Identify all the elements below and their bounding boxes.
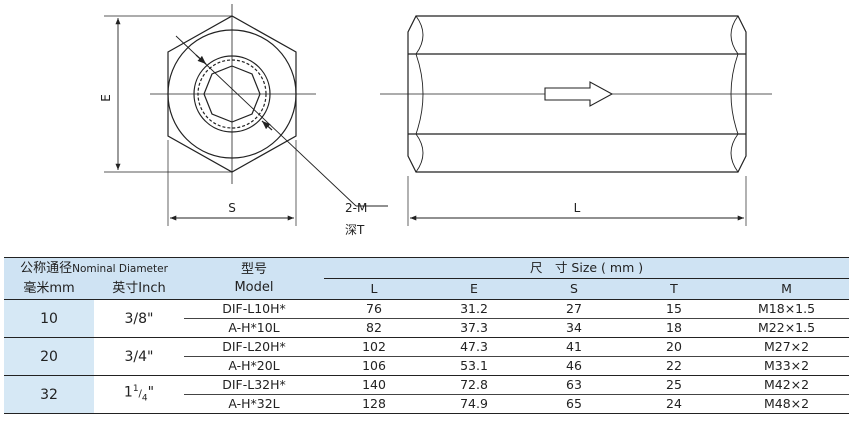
model-header: 型号 Model xyxy=(184,257,324,300)
dim-s: 34 xyxy=(524,318,624,338)
header-row-1: 公称通径Nominal Diameter 型号 Model 尺 寸 Size (… xyxy=(4,257,850,300)
dim-e: 72.8 xyxy=(424,375,524,395)
dim-l: 82 xyxy=(324,318,424,338)
dim-m: M27×2 xyxy=(724,337,850,357)
col-header-l: L xyxy=(324,278,424,300)
dim-m: M33×2 xyxy=(724,356,850,376)
dim-m: M18×1.5 xyxy=(724,299,850,319)
inch-whole: 1 xyxy=(123,384,133,401)
dim-e: 74.9 xyxy=(424,394,524,414)
label-thread: 2-M xyxy=(345,201,367,215)
header-row-2: 毫米mm 英寸Inch L E S T M xyxy=(4,278,850,300)
label-s: S xyxy=(228,201,236,215)
table-row: A-H*20L 106 53.1 46 22 M33×2 xyxy=(4,356,850,376)
table-row: A-H*32L 128 74.9 65 24 M48×2 xyxy=(4,394,850,414)
table-row: 20 3/4" DIF-L20H* 102 47.3 41 20 M27×2 xyxy=(4,337,850,376)
dim-l: 102 xyxy=(324,337,424,357)
dim-s: 41 xyxy=(524,337,624,357)
dim-m: M48×2 xyxy=(724,394,850,414)
flow-arrow-icon xyxy=(544,81,614,107)
table-row: A-H*10L 82 37.3 34 18 M22×1.5 xyxy=(4,318,850,338)
dim-e: 37.3 xyxy=(424,318,524,338)
nominal-mm: 10 xyxy=(4,299,94,338)
fraction-slash: / xyxy=(138,388,142,400)
spec-table: 公称通径Nominal Diameter 型号 Model 尺 寸 Size (… xyxy=(4,257,850,414)
inch-mark: " xyxy=(147,384,155,401)
dim-m: M42×2 xyxy=(724,375,850,395)
dim-t: 15 xyxy=(624,299,724,319)
model-cell: DIF-L32H* xyxy=(184,375,324,395)
dim-t: 20 xyxy=(624,337,724,357)
leader-diagonal xyxy=(175,35,357,207)
nominal-inch: 3/8" xyxy=(94,299,184,338)
model-cell: A-H*20L xyxy=(184,356,324,376)
col-header-t: T xyxy=(624,278,724,300)
col-header-e: E xyxy=(424,278,524,300)
end-view xyxy=(104,4,388,226)
table-row: 32 11/4" DIF-L32H* 140 72.8 63 25 M42×2 xyxy=(4,375,850,414)
dim-s: 27 xyxy=(524,299,624,319)
dim-e: 47.3 xyxy=(424,337,524,357)
model-header-cn: 型号 xyxy=(240,262,267,278)
leader-arrow-1 xyxy=(195,54,207,65)
model-cell: DIF-L10H* xyxy=(184,299,324,319)
inch-den: 4 xyxy=(141,393,148,404)
model-cell: A-H*10L xyxy=(184,318,324,338)
dim-m: M22×1.5 xyxy=(724,318,850,338)
nominal-mm: 32 xyxy=(4,375,94,414)
dim-l: 128 xyxy=(324,394,424,414)
dim-t: 22 xyxy=(624,356,724,376)
dim-s: 65 xyxy=(524,394,624,414)
inch-num: 1 xyxy=(132,384,139,395)
size-header: 尺 寸 Size ( mm ) xyxy=(324,257,850,279)
nominal-header: 公称通径Nominal Diameter xyxy=(4,257,184,279)
dim-e: 31.2 xyxy=(424,299,524,319)
leader-arrow-2 xyxy=(261,120,273,131)
nominal-inch: 3/4" xyxy=(94,337,184,376)
label-depth: 深T xyxy=(345,223,365,237)
dim-l: 106 xyxy=(324,356,424,376)
table-row: 10 3/8" DIF-L10H* 76 31.2 27 15 M18×1.5 xyxy=(4,299,850,338)
inch-header: 英寸Inch xyxy=(94,278,184,300)
nominal-inch: 11/4" xyxy=(94,375,184,414)
dim-t: 25 xyxy=(624,375,724,395)
nominal-header-en: Nominal Diameter xyxy=(72,262,168,275)
col-header-m: M xyxy=(724,278,850,300)
model-cell: DIF-L20H* xyxy=(184,337,324,357)
dim-l: 140 xyxy=(324,375,424,395)
col-header-s: S xyxy=(524,278,624,300)
label-e: E xyxy=(99,94,113,102)
side-view xyxy=(380,15,772,226)
model-cell: A-H*32L xyxy=(184,394,324,414)
dim-t: 24 xyxy=(624,394,724,414)
dim-t: 18 xyxy=(624,318,724,338)
dim-s: 63 xyxy=(524,375,624,395)
mm-header: 毫米mm xyxy=(4,278,94,300)
dim-s: 46 xyxy=(524,356,624,376)
technical-drawing: E S 2-M 深T L xyxy=(99,4,772,237)
nominal-header-cn: 公称通径 xyxy=(20,260,73,276)
nominal-mm: 20 xyxy=(4,337,94,376)
label-length: L xyxy=(574,201,581,215)
dim-l: 76 xyxy=(324,299,424,319)
dim-e: 53.1 xyxy=(424,356,524,376)
model-header-en: Model xyxy=(234,279,274,295)
